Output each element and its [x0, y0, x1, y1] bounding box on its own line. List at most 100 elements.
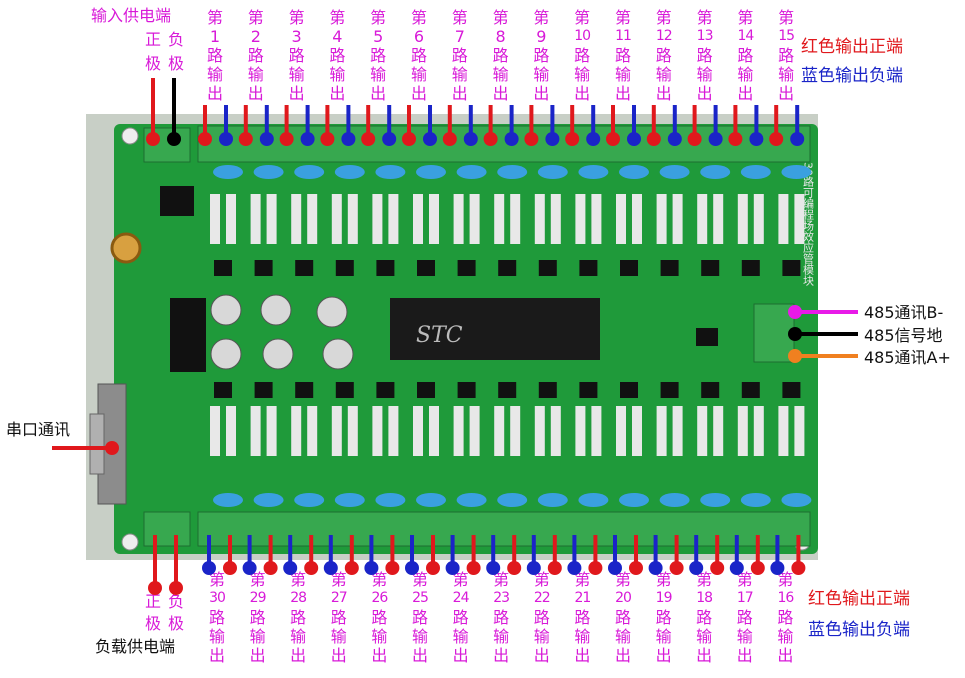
top-optocoupler: [335, 260, 354, 276]
bottom-optocoupler: [376, 382, 395, 398]
top-optocoupler: [254, 260, 273, 276]
bottom-capacitor: [375, 493, 406, 507]
bottom-resistor-b: [632, 406, 642, 456]
top-resistor-a: [372, 194, 383, 244]
top-ch13-pos-pin: [687, 105, 702, 146]
bottom-optocoupler: [620, 382, 638, 398]
bottom-neg-label: 负: [168, 592, 185, 611]
top-legend-blue: 蓝色输出负端: [801, 66, 903, 86]
top-ch1-pos-pin: [198, 105, 212, 146]
top-optocoupler: [741, 260, 760, 276]
bottom-legend-red: 红色输出正端: [808, 589, 910, 609]
top-resistor-a: [737, 194, 748, 244]
top-resistor-a: [494, 194, 505, 244]
top-ch7-neg-pin: [463, 105, 478, 146]
top-optocoupler: [457, 260, 476, 276]
pcb-board-image: STC 30路可编程场效应管模块: [86, 114, 818, 560]
bottom-resistor-a: [697, 406, 708, 456]
bottom-ch24-neg-pin: [445, 535, 460, 575]
top-ch9-neg-pin: [545, 105, 560, 146]
top-resistor-b: [226, 194, 236, 244]
top-capacitor: [659, 165, 690, 179]
top-power-pos-pin: [146, 78, 160, 146]
top-ch4-pos-pin: [320, 105, 335, 146]
top-pos-label-2: 极: [145, 54, 162, 73]
board-title-text: 30路可编程场效应管模块: [802, 162, 815, 287]
top-resistor-a: [331, 194, 342, 244]
bottom-optocoupler: [335, 382, 354, 398]
top-resistor-b: [510, 194, 521, 244]
top-resistor-b: [388, 194, 399, 244]
top-optocoupler: [376, 260, 395, 276]
rs485-b-label: 485通讯B-: [864, 303, 944, 322]
bottom-resistor-b: [429, 406, 439, 456]
top-capacitor: [416, 165, 446, 179]
bottom-resistor-b: [510, 406, 521, 456]
bottom-optocoupler: [782, 382, 801, 398]
bottom-resistor-a: [372, 406, 383, 456]
top-capacitor: [781, 165, 812, 179]
top-capacitor: [375, 165, 406, 179]
bottom-optocoupler: [660, 382, 679, 398]
bottom-capacitor: [456, 493, 487, 507]
top-optocoupler: [701, 260, 720, 276]
top-ch5-neg-pin: [382, 105, 397, 146]
bottom-ch20-pos-pin: [629, 535, 643, 575]
bottom-resistor-b: [794, 406, 805, 456]
top-ch2-pos-pin: [238, 105, 253, 146]
bottom-resistor-a: [331, 406, 342, 456]
rs485-a-wire: [788, 349, 858, 363]
top-resistor-b: [713, 194, 724, 244]
bottom-optocoupler: [295, 382, 314, 398]
bottom-capacitor: [253, 493, 284, 507]
bottom-resistor-b: [266, 406, 277, 456]
top-capacitor: [497, 165, 528, 179]
top-resistor-b: [672, 194, 683, 244]
top-ch7-pos-pin: [442, 105, 457, 146]
bottom-optocoupler: [457, 382, 476, 398]
bottom-pos-label-2: 极: [145, 614, 162, 633]
top-optocoupler: [538, 260, 557, 276]
bottom-resistor-a: [494, 406, 505, 456]
bottom-ch22-neg-pin: [526, 535, 541, 575]
bottom-capacitor: [781, 493, 812, 507]
bottom-resistor-a: [534, 406, 545, 456]
top-resistor-a: [453, 194, 464, 244]
top-capacitor: [619, 165, 649, 179]
bottom-optocoupler: [701, 382, 720, 398]
top-ch14-neg-pin: [749, 105, 764, 146]
load-power-label: 负载供电端: [95, 637, 176, 656]
top-resistor-b: [794, 194, 805, 244]
bottom-capacitor: [416, 493, 446, 507]
top-optocoupler: [417, 260, 435, 276]
top-ch2-neg-pin: [259, 105, 274, 146]
bottom-ch16-pos-pin: [791, 535, 806, 575]
top-optocoupler: [295, 260, 314, 276]
top-ch4-neg-pin: [341, 105, 356, 146]
bottom-capacitor: [497, 493, 528, 507]
rs485-b-wire: [788, 305, 858, 319]
bottom-power-pos-pin: [148, 535, 162, 595]
top-capacitor: [334, 165, 365, 179]
top-resistor-a: [210, 194, 220, 244]
top-capacitor: [456, 165, 487, 179]
bottom-ch21-neg-pin: [567, 535, 582, 575]
top-resistor-b: [266, 194, 277, 244]
bottom-ch16-neg-pin: [770, 535, 785, 575]
top-optocoupler: [782, 260, 801, 276]
bottom-capacitor: [537, 493, 568, 507]
